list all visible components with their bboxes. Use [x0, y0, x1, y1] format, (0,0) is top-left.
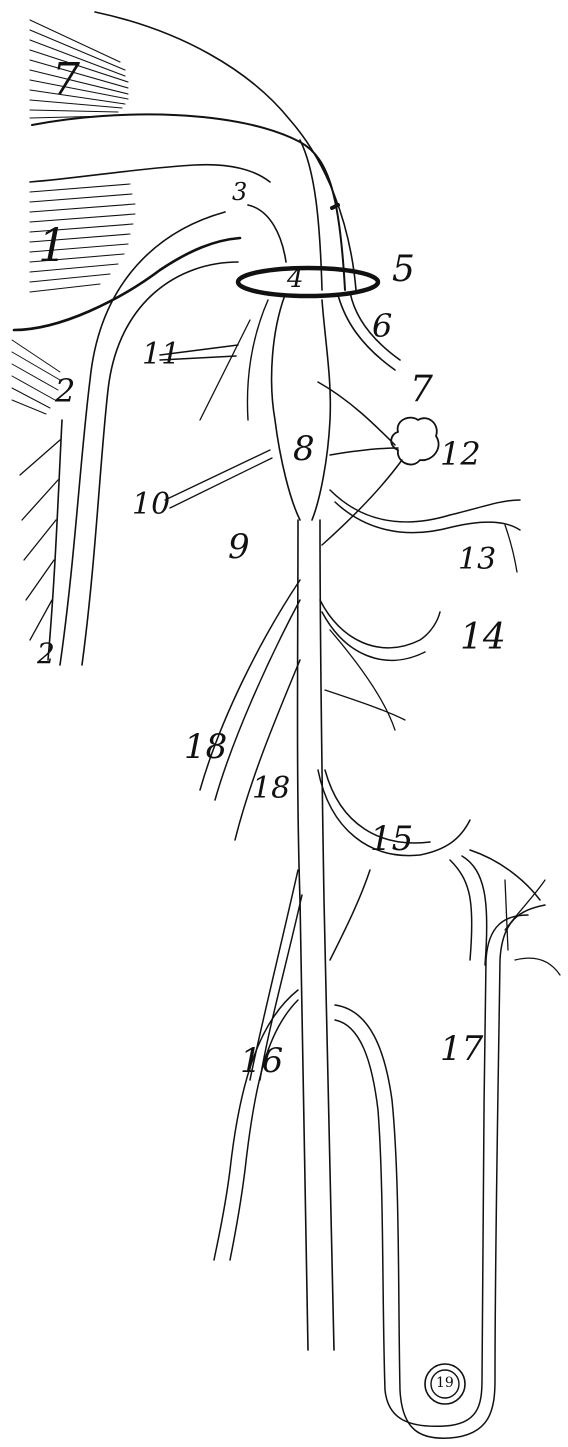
- label-6: 6: [372, 310, 392, 342]
- ring-5: [238, 268, 378, 296]
- label-13: 13: [458, 545, 496, 575]
- muscle-2-trunk: [48, 420, 62, 660]
- label-7: 7: [410, 372, 433, 408]
- muscle-7-upper-edge: [95, 12, 356, 290]
- label-9: 9: [228, 530, 250, 564]
- branch-17-right: [515, 958, 560, 975]
- arch-nerve-inner: [82, 262, 238, 665]
- label-18-lower: 18: [252, 774, 290, 804]
- muscle-2-branches: [20, 440, 60, 640]
- branch-14: [320, 600, 440, 648]
- branch-14-inner: [322, 612, 425, 660]
- branch-17-outer: [335, 905, 545, 1438]
- branch-13-fork: [505, 525, 517, 572]
- small-mark: [332, 205, 338, 208]
- main-trunk-left-upper: [248, 205, 286, 262]
- label-5: 5: [392, 252, 415, 288]
- branch-15-right-b: [462, 856, 487, 965]
- branch-17-top-b: [505, 880, 508, 950]
- branch-16-low-b: [230, 1000, 298, 1260]
- branch-14-sub-b: [325, 690, 405, 720]
- branch-14-sub: [330, 630, 395, 730]
- branch-16-low: [214, 990, 298, 1260]
- branch-10-b: [170, 458, 272, 508]
- label-15: 15: [370, 822, 413, 856]
- node-12-gland: [391, 418, 438, 465]
- trunk-8-right: [312, 300, 330, 520]
- node-12-down-link: [322, 460, 402, 545]
- central-trunk-left: [298, 520, 309, 1350]
- label-2-upper: 2: [55, 375, 75, 407]
- label-17: 17: [440, 1032, 483, 1066]
- trunk-8-inner-left: [247, 300, 268, 420]
- label-8: 8: [293, 432, 315, 466]
- arch-nerve-outer: [60, 212, 225, 665]
- trunk-8-left: [272, 295, 300, 520]
- label-10: 10: [132, 490, 170, 520]
- label-1-muscle: 1: [38, 222, 67, 268]
- branch-15-right: [450, 860, 472, 960]
- branch-10: [165, 450, 270, 500]
- central-trunk-right: [320, 520, 334, 1350]
- label-2-lower: 2: [37, 640, 55, 668]
- branch-17-top: [505, 880, 545, 930]
- label-19: 19: [436, 1376, 454, 1390]
- label-14: 14: [460, 620, 506, 656]
- branch-18-upper-inner: [215, 600, 300, 800]
- label-16: 16: [240, 1044, 283, 1078]
- muscle-2-hatching: [12, 340, 60, 414]
- label-3: 3: [232, 180, 247, 204]
- branch-13: [330, 490, 520, 522]
- branch-11-c: [200, 320, 250, 420]
- label-18-upper: 18: [184, 730, 227, 764]
- branch-15-down: [330, 870, 370, 960]
- label-7-muscle: 7: [52, 58, 80, 102]
- label-4: 4: [287, 266, 304, 292]
- branch-18-lower: [235, 660, 300, 840]
- label-12: 12: [440, 438, 481, 470]
- label-11: 11: [142, 340, 180, 370]
- node-12-lower-link: [330, 448, 398, 455]
